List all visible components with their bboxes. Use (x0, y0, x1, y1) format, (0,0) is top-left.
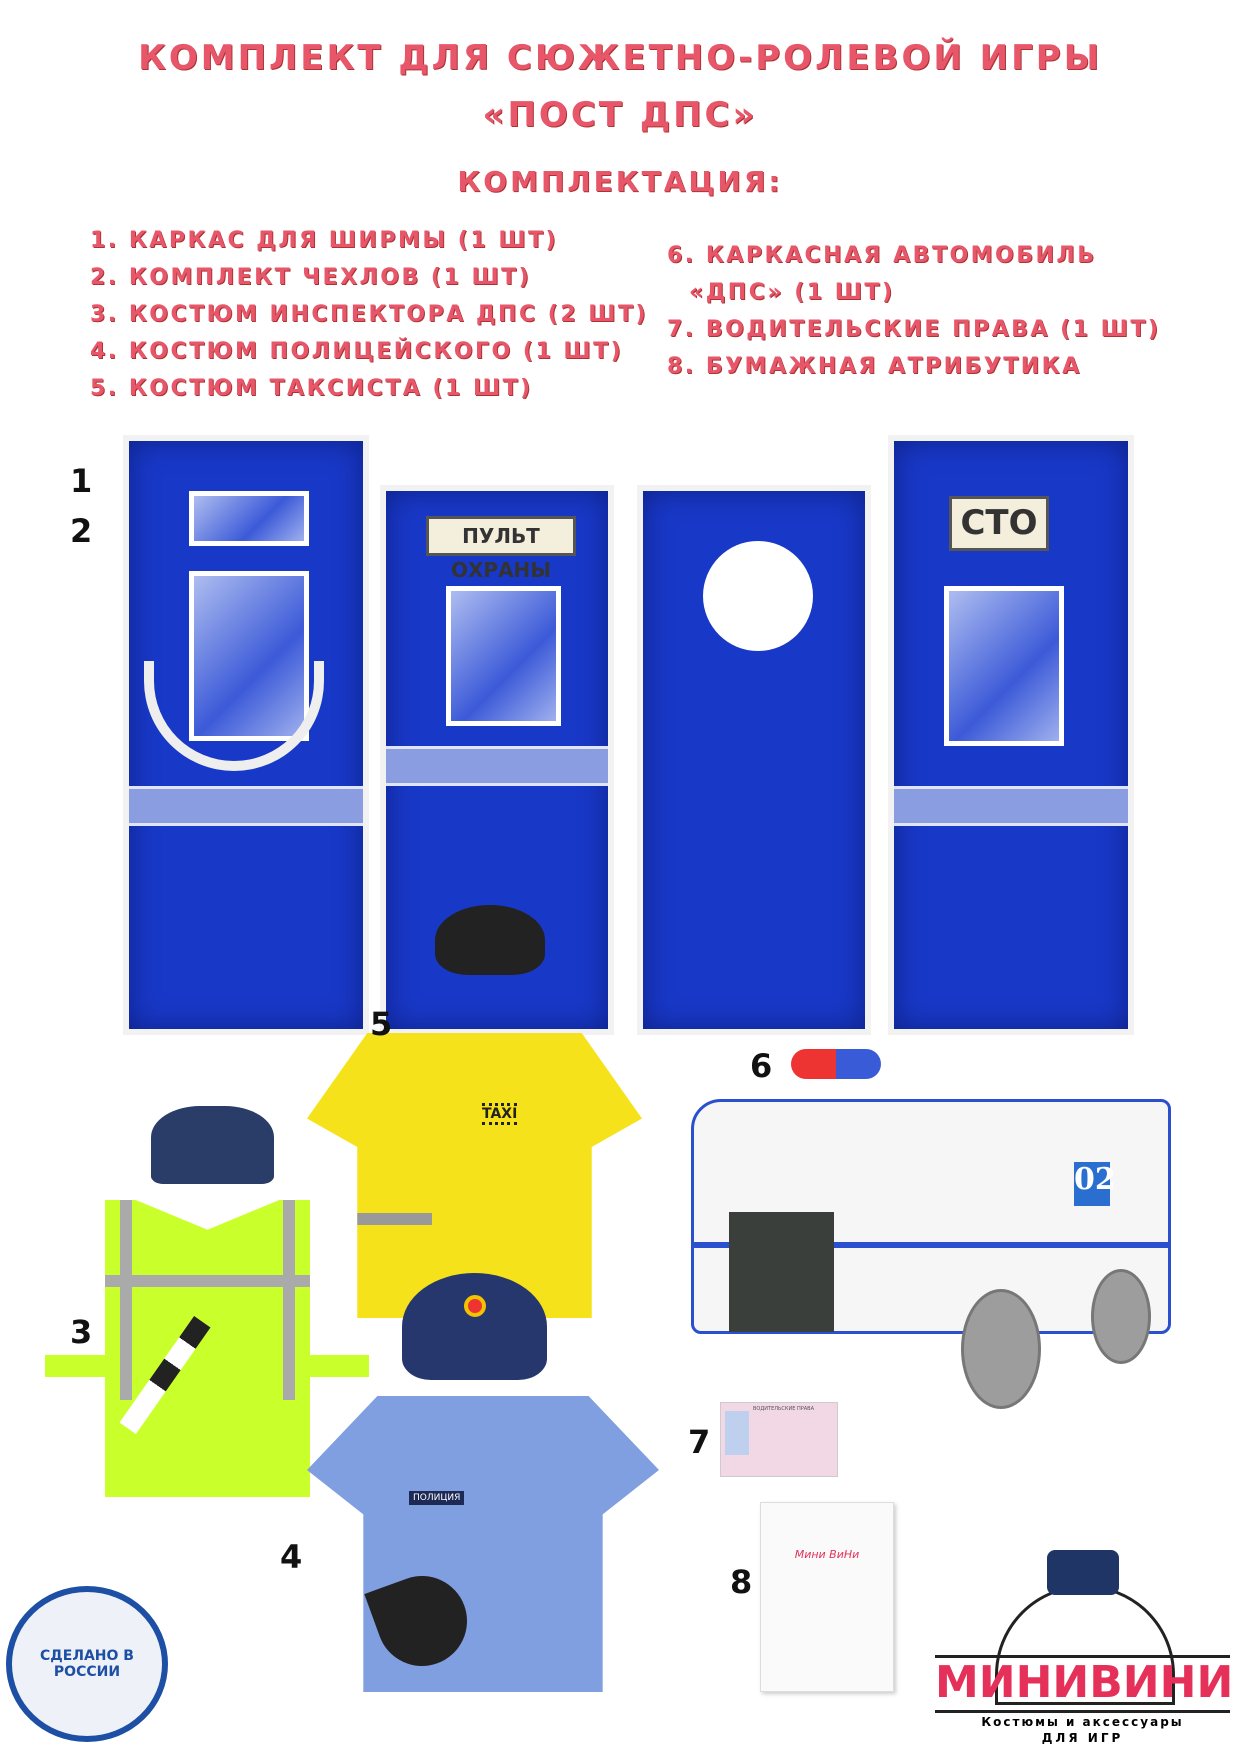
police-cap (402, 1273, 547, 1380)
round-window (703, 541, 813, 651)
list-item: 5. КОСТЮМ ТАКСИСТА (1 ШТ) (90, 376, 533, 401)
marker-2: 2 (70, 512, 93, 550)
taxi-label: TAXI (482, 1103, 518, 1125)
screen-image: ПУЛЬТ ОХРАНЫ СТО (117, 430, 1145, 1040)
page-title: КОМПЛЕКТ ДЛЯ СЮЖЕТНО-РОЛЕВОЙ ИГРЫ (138, 38, 1102, 78)
marker-7: 7 (688, 1423, 711, 1461)
list-item: 4. КОСТЮМ ПОЛИЦЕЙСКОГО (1 ШТ) (90, 339, 624, 364)
list-item: 2. КОМПЛЕКТ ЧЕХЛОВ (1 ШТ) (90, 265, 532, 290)
marker-6: 6 (750, 1047, 773, 1085)
logo-name: МИНИВИНИ (935, 1657, 1234, 1708)
marker-3: 3 (70, 1313, 93, 1351)
marker-8: 8 (730, 1563, 753, 1601)
marker-1: 1 (70, 462, 93, 500)
hose (144, 661, 324, 771)
list-item: 7. ВОДИТЕЛЬСКИЕ ПРАВА (1 ШТ) (667, 317, 1161, 342)
inspector-cap (151, 1106, 274, 1184)
logo-tagline: Костюмы и аксессуары (981, 1715, 1184, 1729)
screen-panel-3 (637, 485, 871, 1035)
list-item: 6. КАРКАСНАЯ АВТОМОБИЛЬ (667, 243, 1097, 268)
taxi-cap (435, 905, 545, 975)
reflective-stripe (352, 1213, 432, 1225)
police-car: 02 (681, 1039, 1178, 1413)
list-item: 8. БУМАЖНАЯ АТРИБУТИКА (667, 354, 1082, 379)
license-title: ВОДИТЕЛЬСКИЕ ПРАВА (753, 1406, 814, 1412)
driver-license: ВОДИТЕЛЬСКИЕ ПРАВА (720, 1402, 838, 1477)
police-label: ПОЛИЦИЯ (409, 1491, 465, 1505)
list-item: 1. КАРКАС ДЛЯ ШИРМЫ (1 ШТ) (90, 228, 559, 253)
taxi-shirt: TAXI (307, 1033, 642, 1318)
made-in-russia-badge: СДЕЛАНО В РОССИИ (6, 1586, 168, 1742)
badge-text: СДЕЛАНО В РОССИИ (40, 1648, 134, 1680)
list-item: «ДПС» (1 ШТ) (689, 280, 895, 305)
marker-5: 5 (370, 1005, 393, 1043)
paper-attributes: Мини ВиНи (760, 1502, 894, 1692)
logo-cap-icon (1047, 1550, 1119, 1595)
marker-4: 4 (280, 1538, 303, 1576)
sign-pult: ПУЛЬТ ОХРАНЫ (426, 516, 576, 582)
brand-logo: МИНИВИНИ Костюмы и аксессуары для игр (935, 1545, 1234, 1745)
police-shirt: ПОЛИЦИЯ (307, 1396, 659, 1692)
logo-tagline-2: для игр (1041, 1731, 1124, 1745)
screen-panel-1 (123, 435, 369, 1035)
car-number: 02 (1074, 1162, 1116, 1206)
subtitle: КОМПЛЕКТАЦИЯ: (457, 165, 783, 198)
inspector-vest (45, 1200, 369, 1497)
paper-brand: Мини ВиНи (794, 1548, 860, 1561)
items-list-left: 1. КАРКАС ДЛЯ ШИРМЫ (1 ШТ) 2. КОМПЛЕКТ Ч… (90, 222, 648, 407)
bag (364, 1563, 480, 1679)
list-item: 3. КОСТЮМ ИНСПЕКТОРА ДПС (2 ШТ) (90, 302, 649, 327)
items-list-right: 6. КАРКАСНАЯ АВТОМОБИЛЬ «ДПС» (1 ШТ) 7. … (667, 237, 1160, 385)
page-title-line2: «ПОСТ ДПС» (482, 95, 758, 135)
sign-sto: СТО (949, 496, 1049, 551)
screen-panel-4: СТО (888, 435, 1134, 1035)
